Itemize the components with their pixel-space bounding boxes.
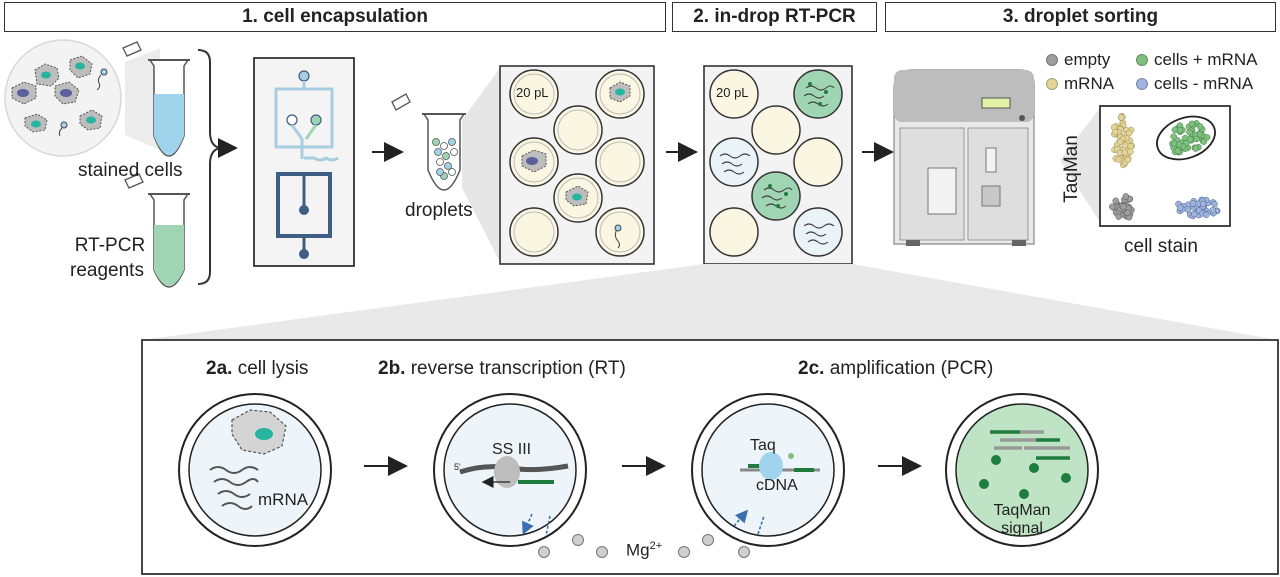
taqman-signal-line1: TaqMan (993, 502, 1051, 519)
scatter-point (1121, 142, 1129, 149)
scatter-point (1188, 120, 1196, 128)
mrna-label: mRNA (258, 490, 309, 509)
scatter-point (1127, 148, 1134, 156)
magnesium-charge: 2+ (649, 540, 663, 552)
taqman-signal-line2: signal (1001, 520, 1043, 537)
step-text: cell lysis (232, 358, 309, 379)
scatter-point (1192, 145, 1199, 152)
step-text: reverse transcription (RT) (405, 358, 626, 379)
droplets-label: droplets (405, 200, 473, 221)
microfluidic-chip (253, 57, 355, 267)
scatter-point (1124, 156, 1132, 164)
scatter-point (1118, 114, 1125, 121)
scatter-point (1121, 149, 1129, 157)
step-cell-lysis: 2a. cell lysis (206, 358, 308, 380)
stained-cells-bubble (4, 39, 160, 157)
legend-cells-minus-mrna: cells - mRNA (1136, 74, 1253, 94)
droplet-panel-rtpcr (703, 65, 853, 265)
legend-empty: empty (1046, 50, 1110, 70)
magnesium-ions (538, 534, 750, 558)
stained-cells-tube (122, 41, 190, 157)
scatter-point (1174, 147, 1182, 154)
droplet-sorter-instrument (893, 69, 1035, 246)
scatter-point (1111, 128, 1119, 136)
rtpcr-label-line1: RT-PCR (74, 235, 146, 256)
scatter-point (1211, 200, 1218, 208)
droplets-tube (391, 93, 466, 191)
scatter-point (1186, 129, 1193, 136)
scatter-point (1176, 126, 1184, 134)
brace (197, 49, 221, 285)
scatter-point (1115, 156, 1122, 163)
rt-enzyme-label: SS III (492, 441, 532, 458)
legend-swatch (1046, 54, 1058, 66)
scatter-point (1196, 131, 1204, 138)
scatter-point (1175, 141, 1183, 149)
step-amplification: 2c. amplification (PCR) (798, 358, 993, 380)
scatter-point (1196, 123, 1204, 130)
reverse-transcription-droplet (433, 393, 587, 547)
stage-header-encapsulation: 1. cell encapsulation (4, 2, 666, 32)
y-axis-label: TaqMan (1060, 135, 1082, 203)
magnesium-symbol: Mg (626, 540, 650, 560)
taqman-signal-droplet (945, 393, 1099, 547)
scatter-point (1109, 203, 1116, 210)
step-number: 2c. (798, 358, 825, 379)
legend-label: mRNA (1064, 74, 1115, 93)
step-text: amplification (PCR) (824, 358, 994, 379)
step-number: 2a. (206, 358, 233, 379)
legend-label: cells - mRNA (1154, 74, 1254, 93)
zoom-wedge-plot (1060, 108, 1100, 222)
amplification-droplet (691, 393, 845, 547)
legend-label: cells + mRNA (1154, 50, 1258, 69)
scatter-point (1112, 197, 1119, 205)
scatter-point (1209, 207, 1217, 214)
scatter-point (1189, 200, 1197, 207)
five-prime-label: 5' (454, 462, 461, 472)
stained-cells-label: stained cells (78, 160, 183, 181)
scatter-point (1199, 200, 1207, 208)
scatter-point (1184, 206, 1191, 213)
magnesium-label: Mg2+ (626, 540, 662, 561)
legend-swatch (1136, 78, 1148, 90)
droplet-volume-label-rtpcr: 20 pL (716, 85, 749, 100)
sorting-scatter-plot (1099, 105, 1231, 227)
legend-cells-plus-mrna: cells + mRNA (1136, 50, 1257, 70)
x-axis-label: cell stain (1124, 236, 1198, 257)
scatter-point (1191, 210, 1198, 218)
legend-label: empty (1064, 50, 1111, 69)
zoom-wedge (462, 68, 500, 262)
scatter-point (1125, 129, 1133, 137)
droplet-panel-encapsulation (499, 65, 655, 265)
rtpcr-reagents-tube (124, 173, 190, 288)
scatter-point (1124, 209, 1131, 216)
step-reverse-transcription: 2b. reverse transcription (RT) (378, 358, 626, 380)
detail-zoom-wedge (142, 264, 1278, 340)
scatter-point (1115, 213, 1122, 220)
legend-swatch (1046, 78, 1058, 90)
scatter-point (1120, 203, 1127, 211)
droplet-volume-label: 20 pL (516, 85, 549, 100)
stage-header-sorting: 3. droplet sorting (885, 2, 1276, 32)
legend-swatch (1136, 54, 1148, 66)
scatter-point (1170, 133, 1177, 140)
scatter-point (1176, 204, 1184, 211)
rtpcr-label-line2: reagents (70, 260, 144, 281)
scatter-point (1116, 138, 1124, 145)
taq-enzyme-label: Taq (750, 437, 776, 454)
stage-header-rtpcr: 2. in-drop RT-PCR (672, 2, 877, 32)
scatter-point (1193, 135, 1200, 143)
scatter-point (1203, 211, 1210, 218)
scatter-point (1200, 138, 1208, 145)
cdna-label: cDNA (756, 477, 798, 494)
scatter-point (1122, 193, 1130, 200)
cell-lysis-droplet (178, 393, 332, 547)
step-number: 2b. (378, 358, 406, 379)
legend-mrna: mRNA (1046, 74, 1114, 94)
